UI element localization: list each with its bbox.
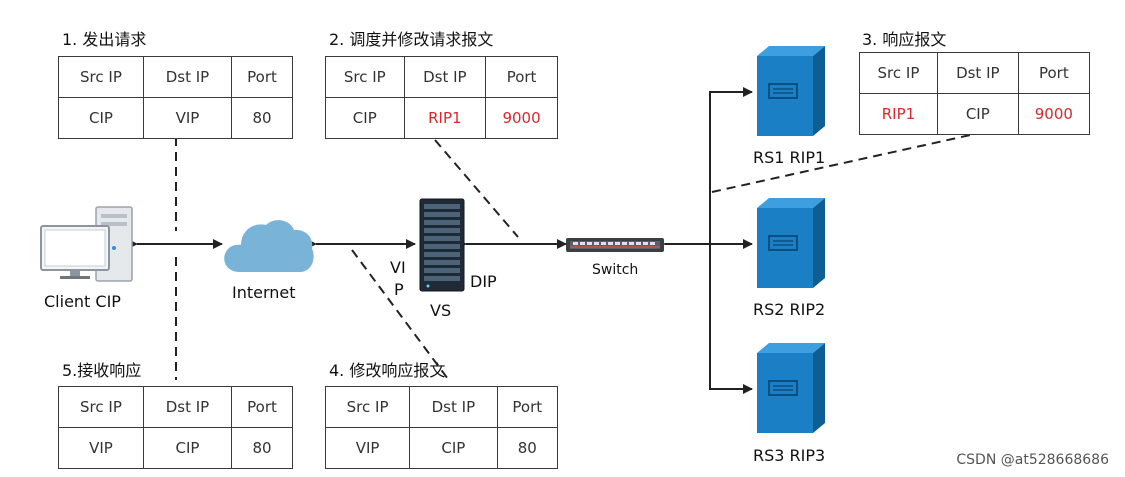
watermark: CSDN @at528668686 [956, 452, 1109, 468]
cell-src-ip: VIP [324, 427, 411, 469]
rs2-label: RS2 RIP2 [753, 300, 826, 319]
dip-label: DIP [470, 272, 497, 291]
cell-dst-ip: VIP [142, 97, 233, 139]
cell-dst-ip: RIP1 [403, 97, 487, 139]
cell-port: 9000 [1017, 93, 1091, 135]
callout-step2 [434, 139, 519, 238]
cell-dst-ip: CIP [409, 427, 498, 469]
step2-packet-table: Src IP Dst IP Port CIP RIP1 9000 [325, 56, 558, 139]
rs1-label: RS1 RIP1 [753, 148, 826, 167]
table-header-row: Src IP Dst IP Port [58, 386, 293, 428]
table-row: RIP1 CIP 9000 [859, 93, 1091, 135]
cell-src-ip: CIP [58, 97, 144, 139]
table-header-row: Src IP Dst IP Port [324, 386, 559, 428]
step1-title: 1. 发出请求 [62, 30, 147, 49]
step5-title: 5.接收响应 [62, 361, 142, 380]
cell-port: 9000 [485, 97, 558, 139]
header-dst-ip: Dst IP [936, 52, 1019, 94]
table-row: VIP CIP 80 [58, 427, 293, 469]
real-server-3-icon [757, 343, 825, 433]
table-row: CIP VIP 80 [58, 97, 293, 139]
step4-packet-table: Src IP Dst IP Port VIP CIP 80 [324, 386, 559, 469]
header-dst-ip: Dst IP [409, 386, 498, 428]
cell-dst-ip: CIP [936, 93, 1019, 135]
cell-dst-ip: CIP [142, 427, 233, 469]
table-header-row: Src IP Dst IP Port [325, 56, 558, 98]
table-row: CIP RIP1 9000 [325, 97, 558, 139]
header-src-ip: Src IP [325, 56, 405, 98]
header-src-ip: Src IP [859, 52, 938, 94]
header-src-ip: Src IP [324, 386, 411, 428]
vip-label-line1: VI [390, 258, 406, 277]
step3-title: 3. 响应报文 [862, 30, 947, 49]
cell-port: 80 [231, 427, 293, 469]
header-dst-ip: Dst IP [403, 56, 487, 98]
header-port: Port [496, 386, 559, 428]
step4-title: 4. 修改响应报文 [329, 361, 446, 380]
callout-step4 [351, 249, 449, 380]
table-header-row: Src IP Dst IP Port [58, 56, 293, 98]
cell-src-ip: RIP1 [859, 93, 938, 135]
table-header-row: Src IP Dst IP Port [859, 52, 1091, 94]
cell-port: 80 [496, 427, 559, 469]
callout-step3 [711, 133, 976, 193]
cell-src-ip: CIP [325, 97, 405, 139]
desktop-computer-icon [40, 206, 133, 282]
header-port: Port [485, 56, 558, 98]
real-server-2-icon [757, 198, 825, 288]
step2-title: 2. 调度并修改请求报文 [329, 30, 494, 49]
table-row: VIP CIP 80 [324, 427, 559, 469]
step1-packet-table: Src IP Dst IP Port CIP VIP 80 [58, 56, 293, 139]
client-label: Client CIP [44, 292, 121, 311]
cell-port: 80 [231, 97, 293, 139]
header-port: Port [1017, 52, 1091, 94]
internet-label: Internet [232, 283, 296, 302]
real-server-1-icon [757, 46, 825, 136]
step5-packet-table: Src IP Dst IP Port VIP CIP 80 [58, 386, 293, 469]
switch-label: Switch [592, 262, 639, 278]
vip-label-line2: P [394, 280, 404, 299]
rs3-label: RS3 RIP3 [753, 446, 826, 465]
network-switch-icon [566, 238, 664, 252]
step3-packet-table: Src IP Dst IP Port RIP1 CIP 9000 [859, 52, 1091, 135]
header-src-ip: Src IP [58, 56, 144, 98]
vs-label: VS [430, 301, 452, 320]
header-dst-ip: Dst IP [142, 56, 233, 98]
header-port: Port [231, 56, 293, 98]
cell-src-ip: VIP [58, 427, 144, 469]
header-src-ip: Src IP [58, 386, 144, 428]
cloud-icon [224, 220, 314, 272]
load-balancer-server-icon [419, 198, 465, 292]
header-port: Port [231, 386, 293, 428]
header-dst-ip: Dst IP [142, 386, 233, 428]
